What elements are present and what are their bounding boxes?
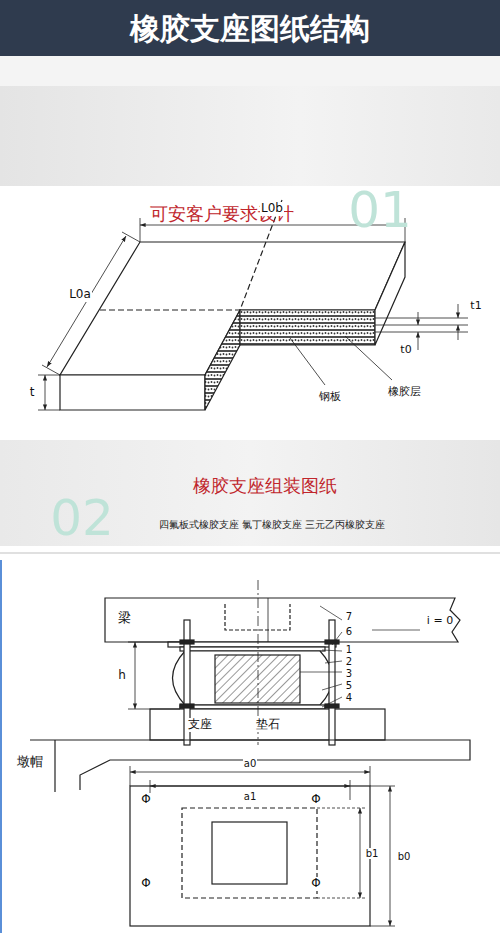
bolt-hole-symbol: Φ xyxy=(310,877,321,890)
dimension-label: t1 xyxy=(469,300,482,312)
title-band xyxy=(0,0,500,56)
callout-number: 7 xyxy=(345,611,353,622)
product-types: 四氟板式橡胶支座 氯丁橡胶支座 三元乙丙橡胶支座 xyxy=(159,519,385,530)
page-title: 橡胶支座图纸结构 xyxy=(130,12,370,45)
section-heading: 橡胶支座组装图纸 xyxy=(193,476,337,496)
callout-number: 4 xyxy=(345,692,353,703)
dimension-label: h xyxy=(117,669,127,682)
dimension-label: L0a xyxy=(68,288,92,301)
dimension-label: t0 xyxy=(399,344,412,356)
bolt-hole-symbol: Φ xyxy=(310,793,321,806)
part-label: 墩帽 xyxy=(16,755,44,769)
dimension-label: b0 xyxy=(397,851,412,862)
dimension-label: a1 xyxy=(243,791,258,802)
callout-number: 3 xyxy=(345,668,353,679)
dimension-label: t xyxy=(29,386,36,399)
bolt-hole-symbol: Φ xyxy=(140,793,151,806)
dimension-label: L0b xyxy=(260,202,284,215)
section-number: 01 xyxy=(348,183,412,238)
callout-number: 2 xyxy=(345,656,353,667)
callout-number: 1 xyxy=(345,644,353,655)
dimension-label: a0 xyxy=(243,758,258,769)
dimension-label: b1 xyxy=(365,848,380,859)
slope-note: i = 0 xyxy=(426,615,454,627)
part-label: 支座 xyxy=(187,718,213,731)
section-band: 可安客户要求设计01 xyxy=(0,86,500,186)
callout-number: 5 xyxy=(345,680,353,691)
part-label: 钢板 xyxy=(318,391,342,403)
assembly-figure xyxy=(30,580,470,926)
part-label: 橡胶层 xyxy=(387,386,422,398)
bolt-hole-symbol: Φ xyxy=(140,877,151,890)
callout-number: 6 xyxy=(345,626,353,637)
section-band: 橡胶支座组装图纸 02 四氟板式橡胶支座 氯丁橡胶支座 三元乙丙橡胶支座 xyxy=(0,440,500,546)
section-number: 02 xyxy=(50,491,114,546)
part-label: 垫石 xyxy=(255,718,281,731)
part-label: 梁 xyxy=(117,611,132,625)
